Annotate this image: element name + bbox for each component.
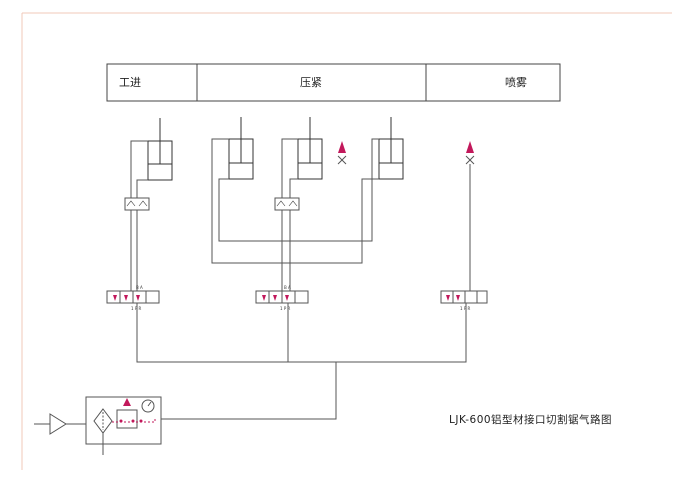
supply-manifold bbox=[136, 303, 467, 420]
header-cell-clamp: 压紧 bbox=[300, 76, 322, 89]
frl-unit bbox=[85, 396, 162, 455]
valve-port-label: B A bbox=[136, 285, 143, 290]
valve-port-label: B A bbox=[284, 285, 291, 290]
clamp-cylinder-1 bbox=[228, 117, 254, 180]
clamp-lines bbox=[211, 138, 379, 291]
header-cell-spray: 喷雾 bbox=[505, 76, 527, 89]
header-cell-feed: 工进 bbox=[119, 76, 141, 89]
spray-nozzle-icon bbox=[337, 141, 347, 165]
flow-control-valve-2 bbox=[274, 197, 300, 211]
clamp-cylinder-2 bbox=[297, 117, 323, 180]
directional-valve-clamp: B A 1 P R bbox=[255, 285, 309, 311]
directional-valve-spray: 1 P R bbox=[440, 290, 488, 311]
air-source bbox=[34, 413, 86, 435]
diagram-title: LJK-600铝型材接口切割锯气路图 bbox=[449, 413, 612, 426]
valve-port-label: 1 P R bbox=[280, 306, 291, 311]
drawing-frame bbox=[21, 12, 672, 470]
valve-port-label: 1 P R bbox=[460, 306, 471, 311]
spray-nozzle-icon bbox=[465, 141, 475, 291]
flow-control-valve-1 bbox=[124, 197, 150, 211]
header-table: 工进 压紧 喷雾 bbox=[106, 63, 561, 102]
valve-port-label: 1 P R bbox=[131, 306, 142, 311]
clamp-cylinder-3 bbox=[378, 117, 404, 180]
directional-valve-feed: B A 1 P R bbox=[106, 285, 160, 311]
feed-lines bbox=[130, 140, 148, 291]
feed-cylinder bbox=[147, 118, 173, 181]
